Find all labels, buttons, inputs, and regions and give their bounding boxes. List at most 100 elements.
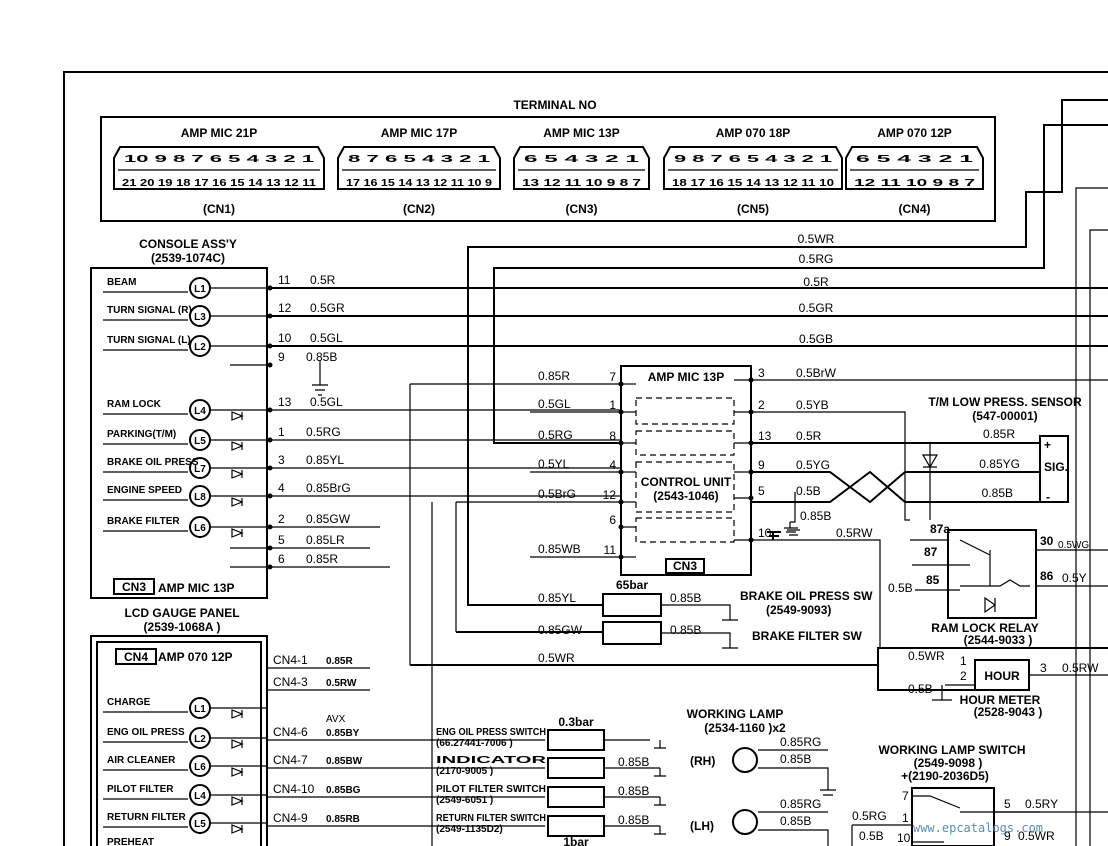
cu-right-wire: 0.5RW — [836, 526, 873, 540]
lcd-wire: 0.85BY — [326, 728, 360, 739]
bus-wire-label-1: 0.5RG — [799, 252, 834, 266]
console-pin: 2 — [278, 512, 285, 526]
connector-bottom-pins: 18 17 16 15 14 13 12 11 10 — [672, 178, 835, 189]
console-wire: 0.5GL — [310, 331, 343, 345]
lcd-switch-title: ENG OIL PRESS SWITCH — [436, 727, 546, 738]
lcd-pin: CN4-9 — [273, 811, 308, 825]
hour-meter-title: HOUR METER — [960, 693, 1041, 707]
brake-filter-title: BRAKE FILTER SW — [752, 629, 862, 643]
cu-left-pin-number: 12 — [603, 488, 617, 502]
brake-left-wire-0: 0.85YL — [538, 591, 576, 605]
console-lamp-label: L2 — [194, 342, 206, 353]
control-unit-right-pin: 10 0.5RW — [734, 526, 873, 543]
lcd-row-label: AIR CLEANER — [107, 755, 176, 766]
console-lamp-label: L5 — [194, 436, 206, 447]
lcd-switch: ENG OIL PRESS SWITCH(66.27441-7006 )0.3b… — [436, 715, 666, 751]
lcd-connector-name: AMP 070 12P — [158, 650, 233, 664]
brake-switches: 65bar 0.85B 0.85B BRAKE OIL PRESS SW (25… — [410, 578, 1108, 691]
lcd-row: PREHEAT — [107, 837, 154, 846]
lcd-row-label: PREHEAT — [107, 837, 154, 846]
connector-code: (CN3) — [566, 202, 598, 216]
cu-left-pin-number: 11 — [604, 543, 617, 557]
console-lamp-label: L3 — [194, 312, 206, 323]
console-lamp-label: L1 — [194, 284, 206, 295]
lcd-switch: INDICATOR(2170-9005 )0.85B — [436, 755, 666, 779]
console-wire: 0.85LR — [306, 533, 345, 547]
cu-left-wire: 0.85WB — [538, 542, 581, 556]
relay-part: (2544-9033 ) — [964, 633, 1033, 647]
control-unit-part: (2543-1046) — [653, 489, 718, 503]
control-unit-left-pin: 80.5RG — [530, 428, 636, 446]
cu-left-wire: 0.5RG — [538, 428, 573, 442]
lcd-switch-wire: 0.85B — [618, 755, 649, 769]
sensor-plus: + — [1044, 438, 1051, 452]
terminal-title: TERMINAL NO — [513, 98, 596, 112]
sensor-title: T/M LOW PRESS. SENSOR — [928, 395, 1082, 409]
connector-bottom-pins: 13 12 11 10 9 8 7 — [522, 178, 642, 189]
lcd-wire: 0.5RW — [326, 678, 357, 689]
lcd-switch-part: (2549-1135D2) — [436, 824, 503, 835]
lcd-cn4: CN4 — [124, 650, 148, 664]
working-lamp-lh-wire-b: 0.85B — [780, 814, 811, 828]
lcd-avx: AVX — [326, 714, 346, 725]
brake-filter-wire: 0.85B — [670, 623, 701, 637]
control-unit-left-pin: 11 0.85WB — [530, 542, 636, 560]
lcd-switch: RETURN FILTER SWITCH(2549-1135D2)1bar0.8… — [436, 813, 666, 846]
control-unit-code: CN3 — [673, 559, 697, 573]
cu-right-wire: 0.5BrW — [796, 366, 837, 380]
console-lamp-label: L4 — [194, 406, 206, 417]
working-lamp-rh-wire-rg: 0.85RG — [780, 735, 821, 749]
sensor-section: T/M LOW PRESS. SENSOR (547-00001) + SIG.… — [751, 395, 1082, 520]
lcd-switch-title: PILOT FILTER SWITCH — [436, 784, 546, 795]
console-row-label: TURN SIGNAL (R) — [107, 305, 192, 316]
cu-left-wire: 0.5GL — [538, 397, 571, 411]
console-pin: 5 — [278, 533, 285, 547]
control-unit-left-pins: 70.85R10.5GL80.5RG40.5YL120.5BrG6110.85W… — [530, 369, 636, 560]
brake-oil-label: 65bar — [616, 578, 648, 592]
lcd-switch-title: RETURN FILTER SWITCH — [436, 813, 546, 824]
cu-left-wire: 0.5BrG — [538, 487, 576, 501]
relay-86: 86 — [1040, 569, 1054, 583]
cu-left-pin-number: 4 — [609, 458, 616, 472]
console-row-label: ENGINE SPEED — [107, 485, 182, 496]
console-pin: 11 — [278, 273, 291, 287]
cu-left-pin-number: 1 — [609, 398, 616, 412]
lamp-switch-part: (2549-9098 ) — [914, 756, 983, 770]
cu-right-pin-number: 10 — [758, 526, 772, 540]
relay-title: RAM LOCK RELAY — [931, 621, 1039, 635]
sensor-box — [1039, 435, 1069, 503]
lamp-switch-pin10: 10 — [897, 831, 911, 845]
relay-wire-85: 0.5B — [888, 581, 913, 595]
console-row-label: BRAKE OIL PRESS — [107, 457, 199, 468]
control-unit-section: AMP MIC 13P CONTROL UNIT (2543-1046) CN3… — [409, 365, 1108, 846]
cu-left-pin-number: 7 — [609, 370, 616, 384]
console-cn3: CN3 — [122, 580, 146, 594]
lamp-switch-pin9: 9 — [1004, 829, 1011, 843]
console-row-label: RAM LOCK — [107, 399, 162, 410]
control-unit-connector: AMP MIC 13P — [648, 370, 724, 384]
sensor-wire-b: 0.85B — [982, 486, 1013, 500]
console-row: 5 0.85LR — [230, 533, 370, 551]
lcd-switch: PILOT FILTER SWITCH(2549-6051 )0.85B — [436, 784, 666, 808]
console-pin: 4 — [278, 481, 285, 495]
connector-name: AMP 070 18P — [716, 126, 791, 140]
connector-bottom-pins: 21 20 19 18 17 16 15 14 13 12 11 — [122, 178, 317, 189]
console-row-label: BEAM — [107, 277, 136, 288]
lcd-switches: ENG OIL PRESS SWITCH(66.27441-7006 )0.3b… — [436, 715, 666, 846]
console-wire: 0.85YL — [306, 453, 344, 467]
console-title: CONSOLE ASS'Y — [139, 237, 237, 251]
relay-wire-86: 0.5Y — [1062, 571, 1087, 585]
console-row-label: BRAKE FILTER — [107, 516, 180, 527]
